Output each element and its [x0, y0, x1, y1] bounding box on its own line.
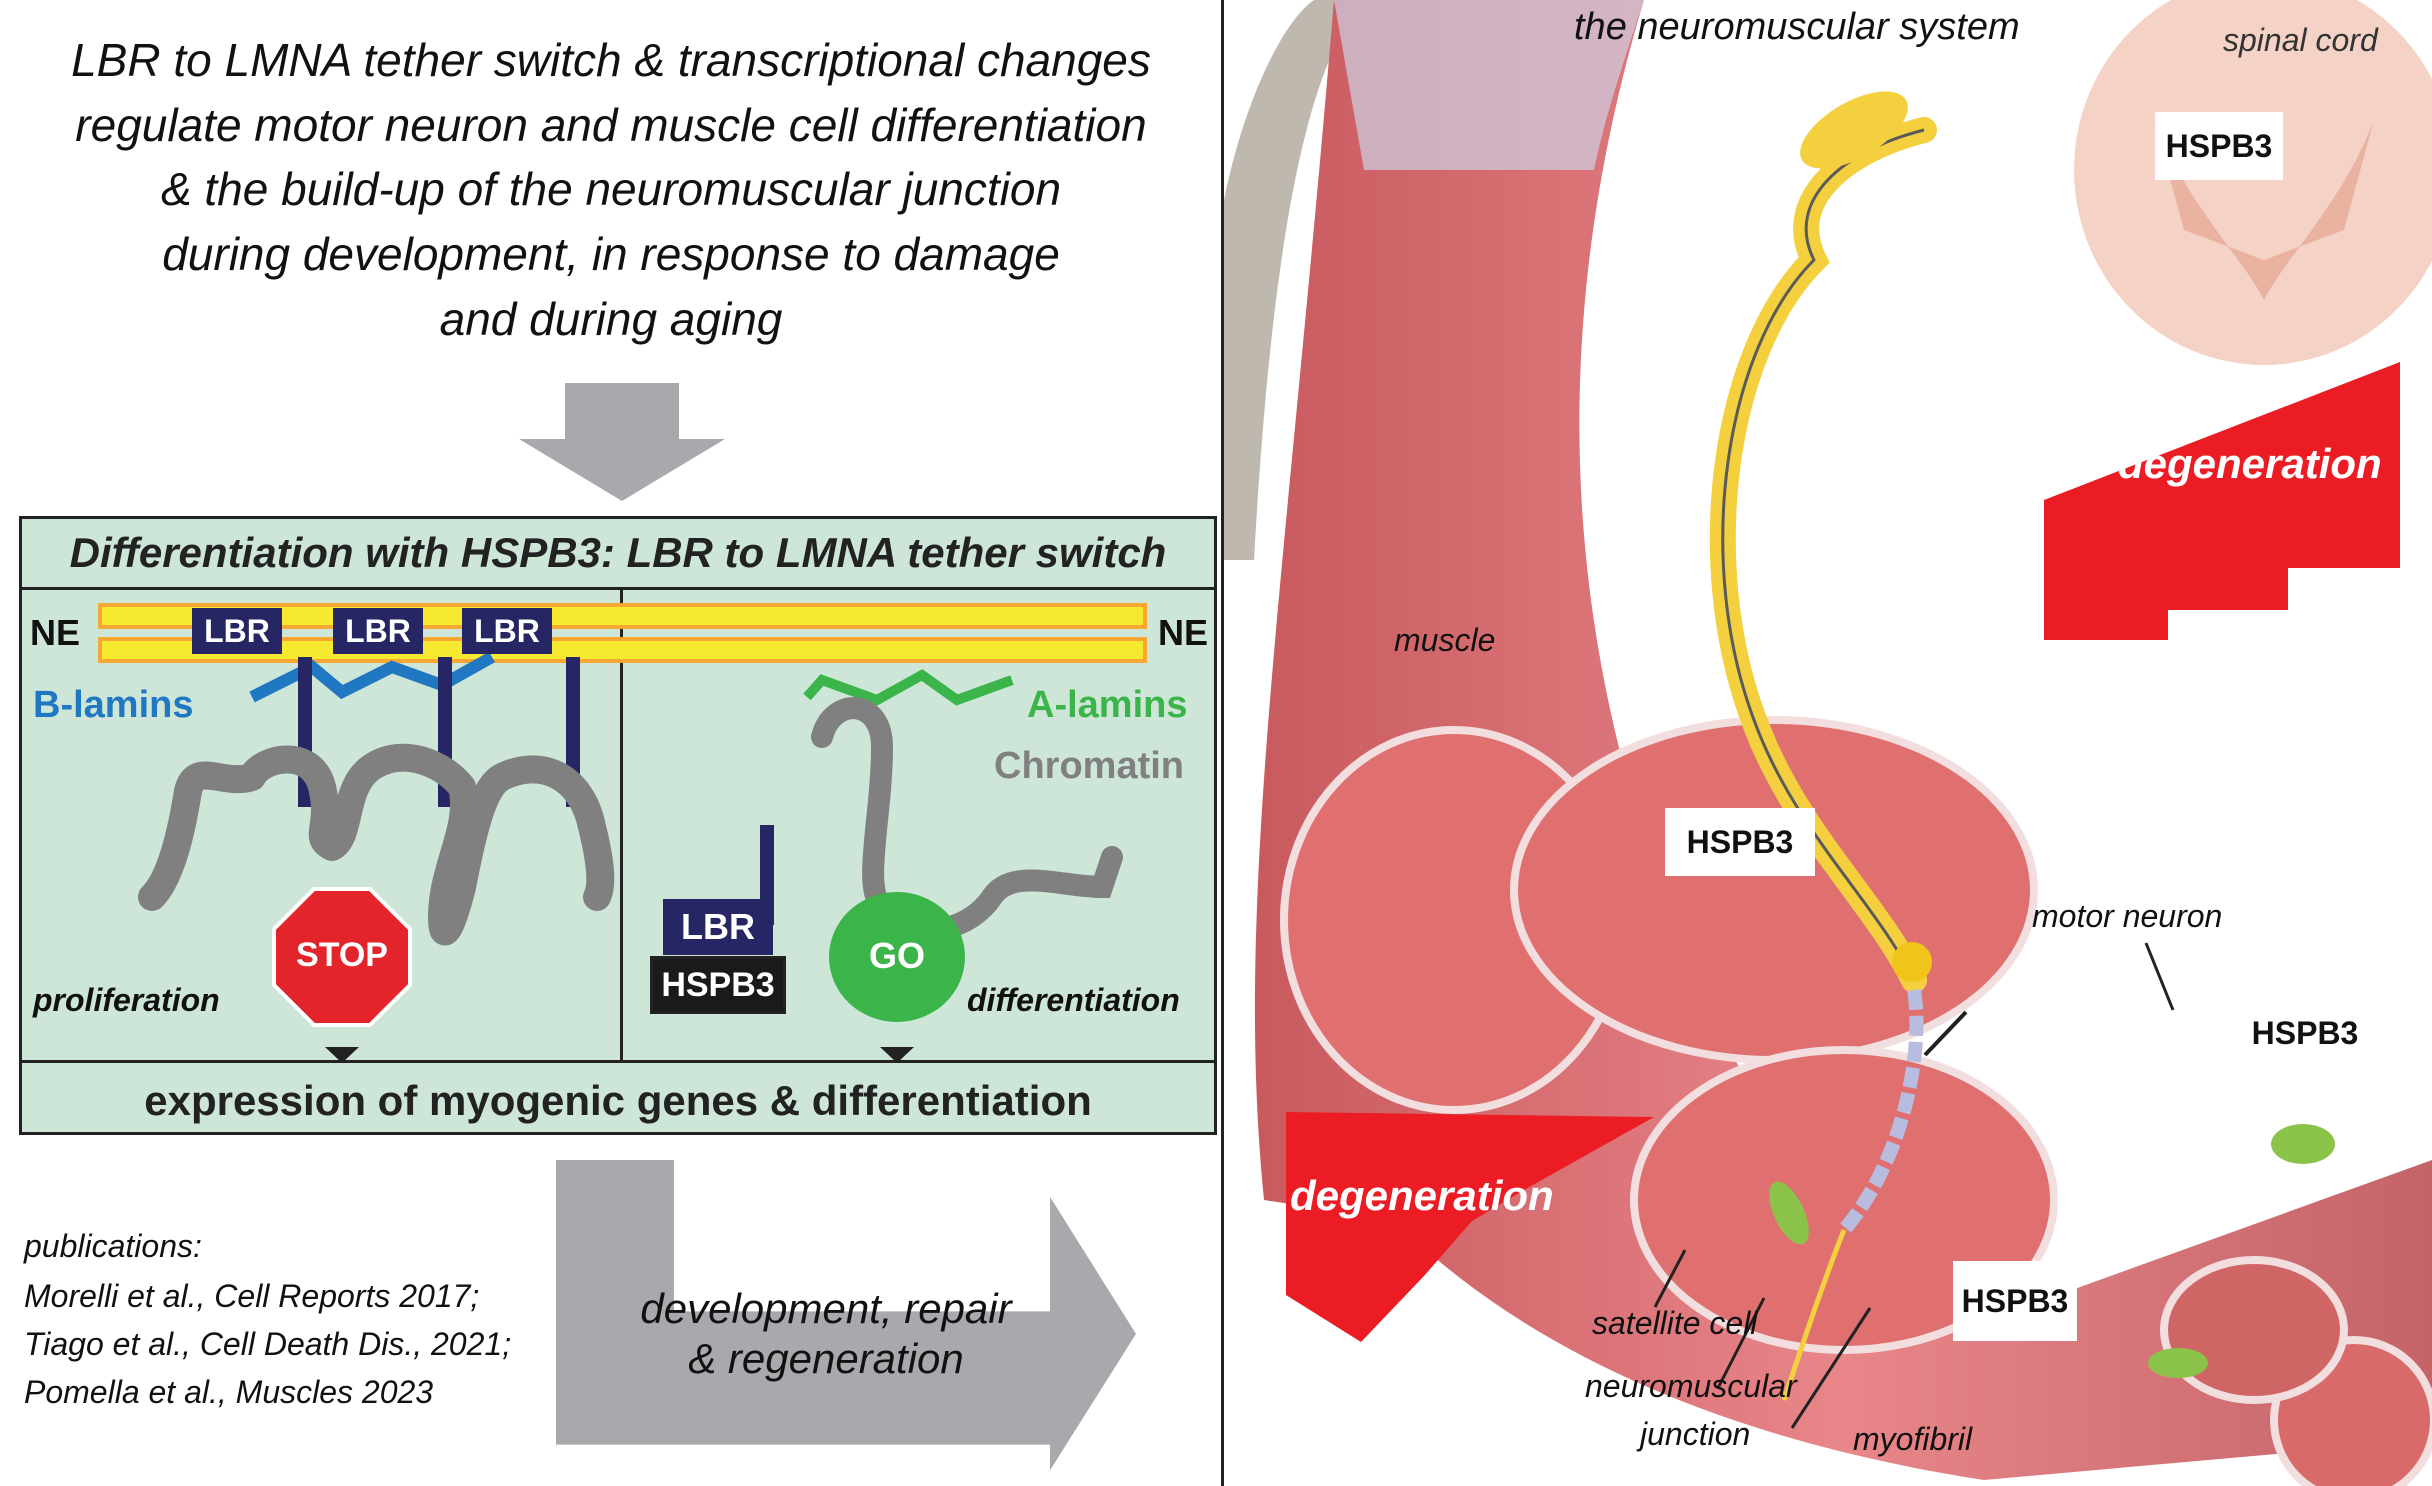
header-line: & the build-up of the neuromuscular junc… [160, 163, 1062, 215]
motor-neuron-body [1800, 91, 1908, 169]
grey-matter-shape [2154, 120, 2374, 300]
publication-item: Tiago et al., Cell Death Dis., 2021; [24, 1326, 512, 1362]
degeneration-bolt-icon [1286, 1112, 1654, 1342]
publications-heading: publications: [24, 1228, 202, 1264]
publication-item: Pomella et al., Muscles 2023 [24, 1374, 434, 1410]
hspb3-tag-nmj: HSPB3 [1953, 1261, 2077, 1341]
vertical-divider [1221, 0, 1224, 1486]
degeneration-bolt-icon [2044, 362, 2400, 640]
tendon-shape [1334, 0, 1644, 170]
down-arrow-icon [519, 383, 725, 501]
myofibril-bundle [2160, 1256, 2348, 1404]
panel-title: Differentiation with HSPB3: LBR to LMNA … [22, 519, 1214, 590]
axon-line [1721, 128, 1925, 981]
nerve-terminal [1781, 1229, 1847, 1401]
nerve-cut-end [1892, 942, 1932, 982]
spinal-cord-label: spinal cord [2223, 22, 2378, 58]
lbr-label: LBR [462, 608, 552, 654]
myelinated-axon [1838, 988, 1924, 1235]
stop-pointer-icon [325, 1047, 359, 1060]
satellite-cell-shape [2271, 1124, 2335, 1164]
hspb3-tag-spinal-cord: HSPB3 [2155, 112, 2283, 180]
muscle-label: muscle [1394, 622, 1496, 658]
hspb3-label: HSPB3 [650, 956, 786, 1014]
go-pointer-icon [880, 1047, 914, 1060]
outcome-text: development, repair & regeneration [556, 1284, 1096, 1384]
nmj-label: junction [1640, 1416, 1751, 1452]
outcome-line: & regeneration [688, 1335, 964, 1382]
lbr-label: LBR [663, 899, 773, 955]
a-lamins-shape [803, 669, 1014, 706]
satellite-cell-shape [2148, 1348, 2208, 1378]
leader-line [1653, 1249, 1687, 1308]
stop-sign-icon [272, 887, 412, 1027]
a-lamins-label: A-lamins [1027, 684, 1188, 726]
degeneration-label: degeneration [1290, 1172, 1554, 1219]
lbr-label: LBR [192, 608, 282, 654]
ne-label-left: NE [30, 612, 81, 653]
motor-neuron-label: motor neuron [2032, 898, 2223, 934]
proliferation-label: proliferation [33, 982, 220, 1018]
satellite-cell-shape [1769, 1181, 1809, 1245]
header-line: regulate motor neuron and muscle cell di… [75, 99, 1147, 151]
condensed-chromatin [138, 743, 615, 946]
lbr-label: LBR [333, 608, 423, 654]
ne-label-right: NE [1158, 612, 1209, 653]
leader-line [1790, 1307, 1872, 1429]
neuromuscular-illustration [1224, 0, 2432, 1486]
header-line: during development, in response to damag… [162, 228, 1060, 280]
header-line: and during aging [439, 293, 783, 345]
degeneration-label: degeneration [2118, 440, 2382, 487]
header-line: LBR to LMNA tether switch & transcriptio… [71, 34, 1151, 86]
publication-item: Morelli et al., Cell Reports 2017; [24, 1278, 480, 1314]
go-sign-icon [829, 892, 965, 1022]
hspb3-tag-motor-neuron: HSPB3 [2251, 1015, 2359, 1051]
differentiation-panel: Differentiation with HSPB3: LBR to LMNA … [19, 516, 1217, 1135]
myofibril-label: myofibril [1853, 1421, 1973, 1457]
relaxed-chromatin [811, 697, 1123, 941]
panel-outcome: expression of myogenic genes & different… [22, 1060, 1214, 1135]
chromatin-label: Chromatin [994, 745, 1184, 787]
go-label: GO [868, 935, 925, 976]
outcome-line: development, repair [640, 1285, 1012, 1332]
leader-line [1716, 1297, 1766, 1389]
b-lamins-label: B-lamins [33, 684, 194, 726]
outcome-arrow-icon [556, 1160, 1136, 1470]
hspb3-tag-muscle: HSPB3 [1665, 808, 1815, 876]
stop-label: STOP [296, 936, 388, 974]
muscle-shape [1254, 0, 2432, 1480]
spinal-cord-shape [2074, 0, 2432, 365]
nmj-label: neuromuscular [1585, 1368, 1797, 1404]
bone-shape [1224, 0, 1364, 560]
illustration-title: the neuromuscular system [1574, 6, 2020, 48]
differentiation-label: differentiation [967, 982, 1180, 1018]
panel-divider [620, 587, 623, 1060]
leader-line [1923, 1010, 1968, 1057]
satellite-cell-label: satellite cell [1592, 1305, 1758, 1341]
leader-line [2144, 942, 2175, 1011]
